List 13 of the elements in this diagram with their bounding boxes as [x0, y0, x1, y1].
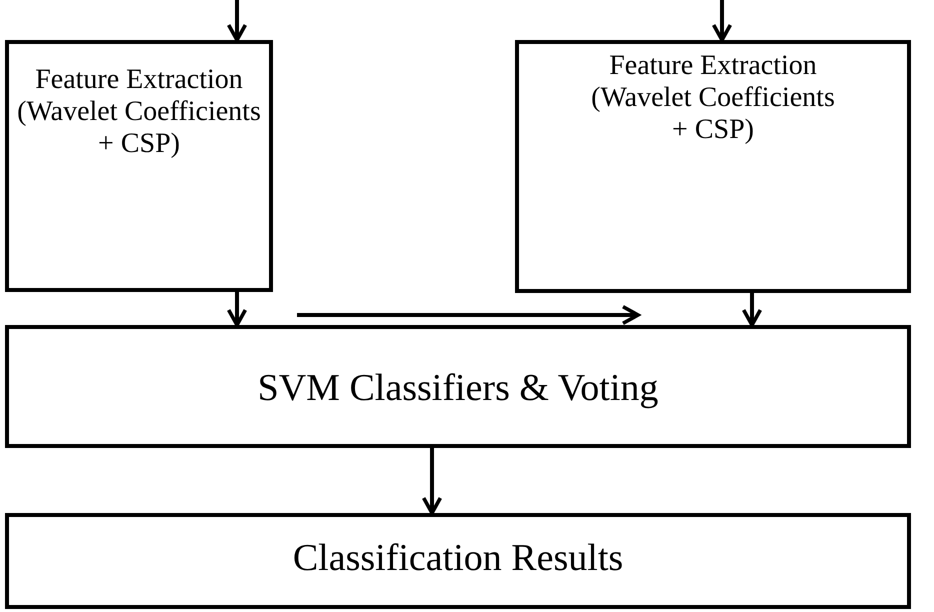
- arrow: [226, 292, 248, 327]
- box-label: Feature Extraction (Wavelet Coefficients + CSP): [16, 64, 262, 162]
- box-label: Feature Extraction (Wavelet Coefficients + CSP): [590, 50, 836, 148]
- arrow: [226, 0, 248, 42]
- arrow: [742, 293, 762, 327]
- box-label: SVM Classifiers & Voting: [258, 367, 658, 411]
- arrow: [422, 448, 442, 515]
- process-box: [5, 513, 911, 609]
- process-box: [5, 40, 273, 292]
- arrow: [712, 0, 732, 42]
- process-box: [515, 40, 911, 293]
- box-label: Classification Results: [292, 537, 624, 581]
- process-box: [5, 325, 911, 448]
